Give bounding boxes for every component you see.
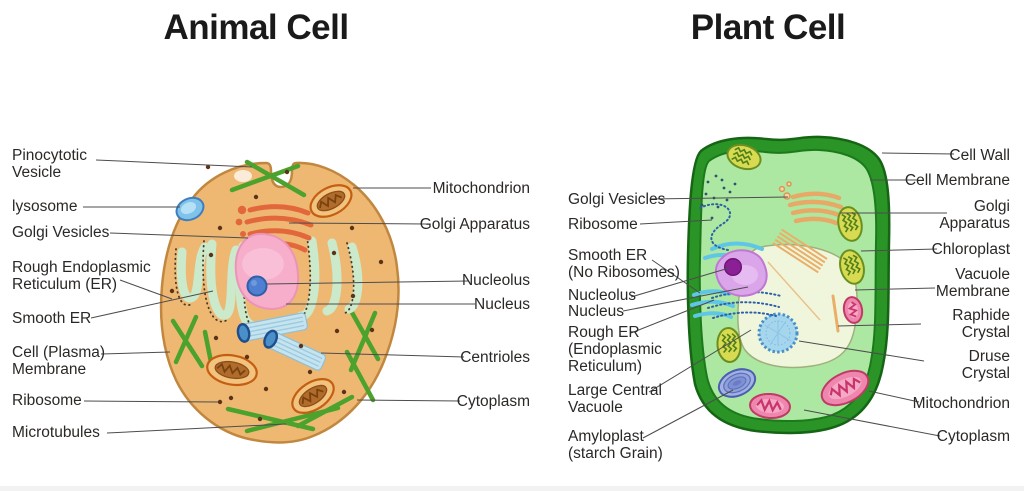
label-plant-golgi-vesicles: Golgi Vesicles — [568, 191, 666, 208]
leader-animal-microtubules — [106, 423, 287, 434]
leader-plant-large-central-vacuole — [648, 329, 752, 393]
leader-plant-druse-crystal — [798, 340, 925, 362]
amyloplast — [717, 368, 757, 398]
animal-nucleus — [234, 232, 300, 311]
label-plant-smooth-er: Smooth ER (No Ribosomes) — [568, 247, 680, 281]
leader-plant-mitochondrion — [868, 390, 920, 403]
animal-mitochondrion-1 — [309, 184, 353, 218]
raphide-crystal — [831, 294, 840, 333]
animal-ribosomes — [169, 164, 384, 422]
plant-cell-illustration — [686, 135, 891, 435]
leader-plant-nucleus — [622, 286, 749, 312]
leader-plant-cell-wall — [881, 152, 955, 155]
vacuole-needle-crystals — [767, 228, 840, 333]
label-animal-mitochondrion: Mitochondrion — [432, 180, 530, 197]
label-plant-cell-membrane: Cell Membrane — [904, 172, 1010, 189]
animal-lysosome — [175, 196, 205, 222]
leader-animal-nucleolus — [266, 280, 470, 285]
leader-plant-raphide-crystal — [837, 323, 922, 327]
label-plant-golgi-apparatus: Golgi Apparatus — [939, 198, 1010, 232]
plant-smooth-er — [690, 241, 764, 319]
leader-plant-amyloplast — [642, 389, 734, 439]
leader-plant-smooth-er — [651, 259, 701, 294]
label-animal-cytoplasm: Cytoplasm — [456, 393, 530, 410]
label-plant-cytoplasm: Cytoplasm — [936, 428, 1010, 445]
leader-animal-ribosome — [83, 400, 219, 403]
leader-plant-golgi-vesicles — [649, 196, 789, 200]
plant-nucleolus — [723, 257, 743, 277]
label-plant-chloroplast: Chloroplast — [931, 241, 1010, 258]
label-plant-vacuole-membrane: Vacuole Membrane — [935, 266, 1010, 300]
plant-mitochondrion-1 — [749, 392, 791, 420]
leader-animal-rough-er — [119, 279, 173, 300]
label-animal-golgi-vesicles: Golgi Vesicles — [12, 224, 110, 241]
leader-animal-golgi-apparatus — [288, 222, 427, 225]
leader-animal-smooth-er — [90, 290, 214, 319]
label-animal-pinocytotic-vesicle: Pinocytotic Vesicle — [12, 147, 87, 181]
label-animal-smooth-er: Smooth ER — [12, 310, 92, 327]
leader-plant-ribosome — [639, 219, 713, 225]
label-plant-nucleolus: Nucleolus — [568, 287, 637, 304]
label-plant-ribosome: Ribosome — [568, 216, 638, 233]
leader-plant-chloroplast — [860, 248, 938, 252]
label-plant-raphide-crystal: Raphide Crystal — [952, 307, 1010, 341]
label-animal-nucleolus: Nucleolus — [461, 272, 530, 289]
label-plant-large-central-vacuole: Large Central Vacuole — [568, 382, 662, 416]
animal-centriole-1 — [236, 312, 308, 343]
label-animal-rough-er: Rough Endoplasmic Reticulum (ER) — [12, 259, 151, 293]
label-plant-cell-wall: Cell Wall — [949, 147, 1010, 164]
label-plant-druse-crystal: Druse Crystal — [961, 348, 1010, 382]
label-animal-cell-membrane: Cell (Plasma) Membrane — [12, 344, 106, 378]
leader-animal-cytoplasm — [356, 399, 461, 402]
animal-mitochondrion-3 — [291, 378, 335, 414]
label-animal-lysosome: lysosome — [12, 198, 78, 215]
leader-plant-cytoplasm — [803, 409, 941, 437]
bottom-strip — [0, 486, 1024, 491]
chloroplast-4 — [716, 327, 742, 363]
label-plant-rough-er: Rough ER (Endoplasmic Reticulum) — [568, 324, 662, 375]
plant-mitochondrion-2 — [820, 369, 870, 407]
label-animal-centrioles: Centrioles — [460, 349, 530, 366]
label-animal-nucleus: Nucleus — [474, 296, 530, 313]
chloroplast-2 — [837, 206, 863, 242]
label-plant-mitochondrion: Mitochondrion — [912, 395, 1010, 412]
label-animal-golgi-apparatus: Golgi Apparatus — [419, 216, 530, 233]
animal-cell-title: Animal Cell — [163, 8, 349, 47]
leader-animal-cell-membrane — [100, 351, 171, 355]
leader-plant-vacuole-membrane — [854, 287, 936, 291]
leader-plant-nucleolus — [630, 267, 730, 298]
label-animal-microtubules: Microtubules — [12, 424, 100, 441]
animal-nucleolus — [246, 275, 268, 297]
leader-animal-pinocytotic-vesicle — [95, 159, 253, 168]
chloroplast-1 — [726, 143, 762, 171]
label-plant-amyloplast: Amyloplast (starch Grain) — [568, 428, 663, 462]
label-animal-ribosome: Ribosome — [12, 392, 82, 409]
leader-plant-rough-er — [630, 299, 715, 334]
leader-animal-centrioles — [320, 352, 465, 358]
druse-crystal — [757, 312, 799, 354]
animal-centriole-2 — [263, 329, 327, 371]
label-plant-nucleus: Nucleus — [568, 303, 624, 320]
leader-lines — [83, 152, 955, 439]
plant-cell-title: Plant Cell — [690, 8, 846, 47]
animal-mitochondrion-2 — [206, 353, 258, 387]
leader-animal-golgi-vesicles — [109, 232, 249, 239]
plant-golgi-apparatus — [778, 181, 844, 226]
chloroplast-3 — [839, 249, 865, 285]
animal-cell-illustration — [159, 159, 400, 444]
secretory-vesicle — [234, 170, 252, 182]
plant-mitochondrion-3 — [842, 296, 864, 324]
plant-ribosomes — [700, 174, 737, 220]
plant-nucleus — [714, 249, 768, 297]
